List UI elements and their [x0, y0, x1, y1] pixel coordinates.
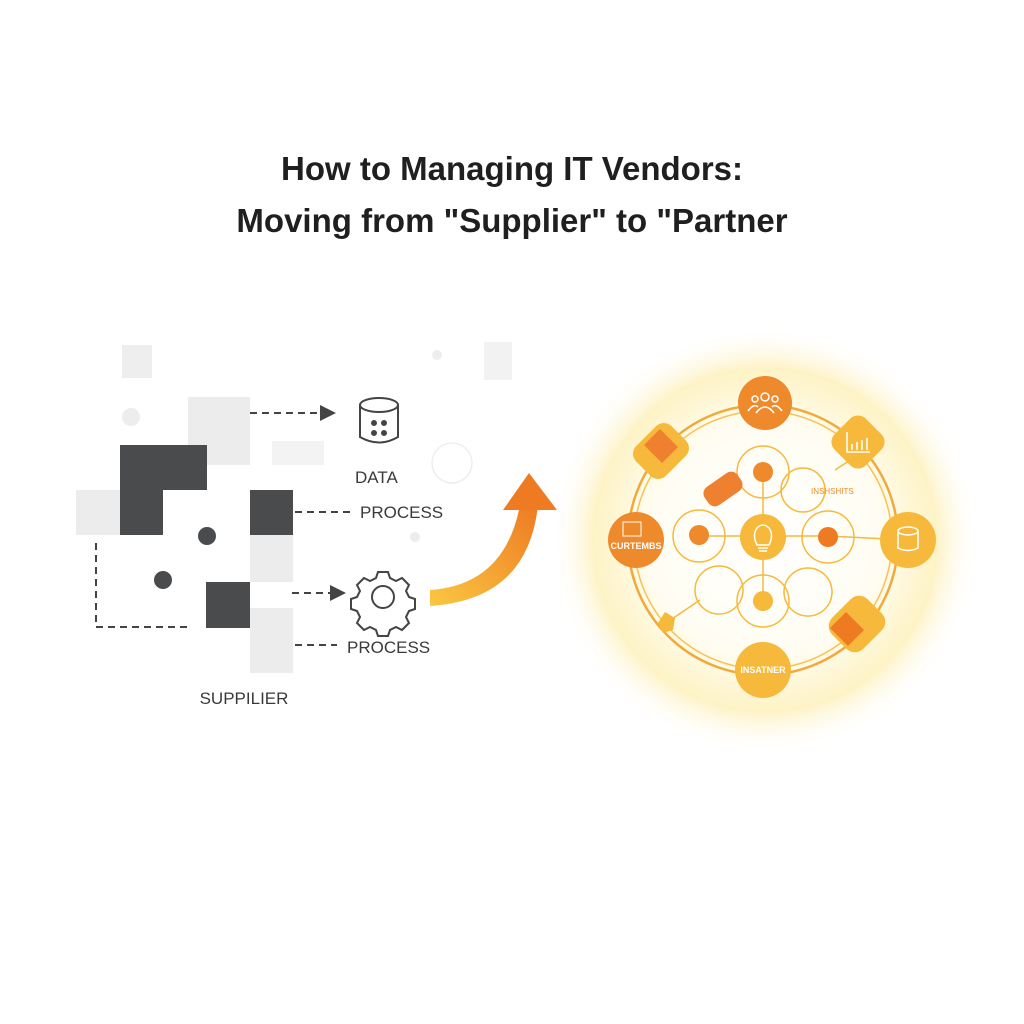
- partner-network: CURTEMBS INSHSHITS INSATNER: [608, 376, 936, 698]
- data-label: DATA: [355, 468, 398, 487]
- lightbulb-icon: [740, 514, 786, 560]
- insights-label: INSHSHITS: [811, 487, 854, 496]
- process-label-2: PROCESS: [347, 638, 430, 657]
- connectors: [95, 405, 352, 646]
- people-icon: [738, 376, 792, 430]
- customers-label: CURTEMBS: [611, 541, 662, 551]
- title-line-2: Moving from "Supplier" to "Partner: [236, 202, 788, 239]
- bar-chart-icon: [831, 415, 885, 469]
- partner-label: INSATNER: [740, 665, 786, 675]
- transition-arrow: [430, 473, 557, 606]
- supplier-label: SUPPILIER: [200, 689, 289, 708]
- process-label-1: PROCESS: [360, 503, 443, 522]
- gear-icon: [350, 571, 416, 637]
- database-icon: [359, 397, 399, 444]
- title-line-1: How to Managing IT Vendors:: [281, 150, 743, 187]
- supplier-blocks: [76, 342, 512, 673]
- database-node: [880, 512, 936, 568]
